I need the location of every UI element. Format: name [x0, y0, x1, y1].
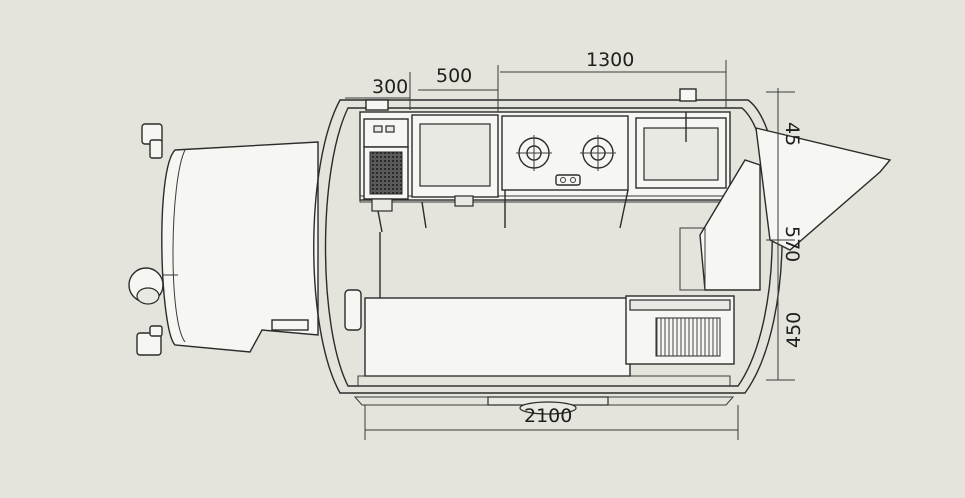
dim-1300: 1300 [586, 49, 634, 71]
gas-stove [501, 115, 629, 229]
sink [365, 88, 727, 189]
fryer [363, 118, 409, 233]
side-counter [679, 159, 761, 291]
front-counter [357, 297, 731, 387]
dim-570: 570 [781, 226, 803, 262]
workbench [411, 114, 499, 229]
dimension-lines [345, 60, 795, 440]
dim-2100: 2100 [524, 405, 572, 427]
dim-450: 450 [783, 312, 805, 348]
dim-300: 300 [372, 76, 408, 98]
dim-500: 500 [436, 65, 472, 87]
tow-hitch-section [128, 123, 319, 356]
entry-door [344, 232, 381, 331]
refrigerator [625, 295, 735, 365]
serving-window-flap [755, 127, 892, 251]
dim-45: 45 [781, 122, 803, 146]
